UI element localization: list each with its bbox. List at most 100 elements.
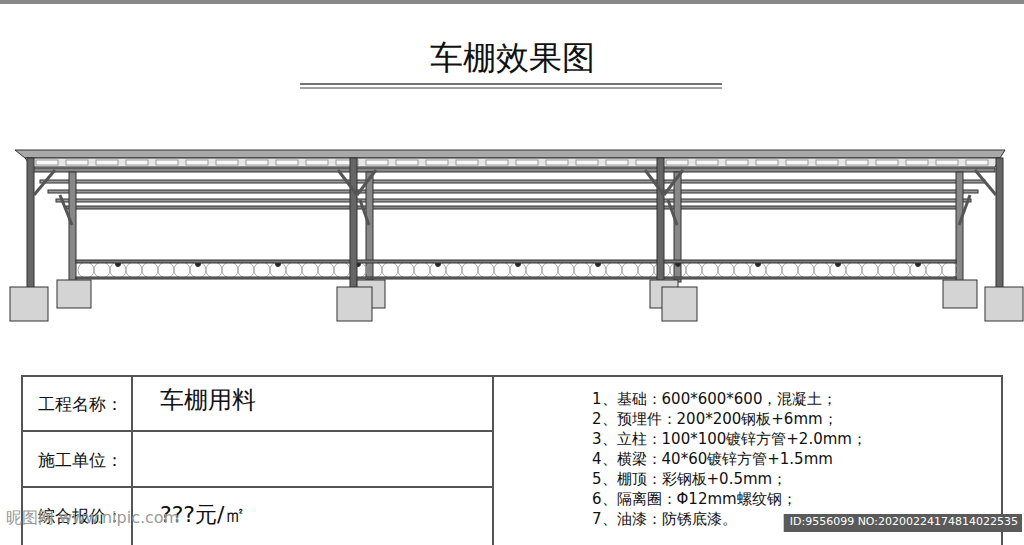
rack-ring [238,262,254,278]
rack-ring [638,262,654,278]
rack-ring [142,262,158,278]
rack-ring [222,262,238,278]
roof-panel [876,160,898,165]
roof-panel [636,160,658,165]
rack-ring [510,262,526,278]
rack-ring [414,262,430,278]
title-underline [300,83,722,85]
rack-ring [766,262,782,278]
rack-ring [798,262,814,278]
beam [56,199,971,202]
roof-panel [936,160,958,165]
foundations [10,280,1023,321]
roof-panel [606,160,628,165]
carport [10,150,1023,321]
roof-panel [756,160,778,165]
rack-ring [446,262,462,278]
rack-ring [942,262,958,278]
title: 车棚效果图 [0,38,1024,78]
roof-panel [726,160,748,165]
roof-panel [366,160,388,165]
rack-ring [814,262,830,278]
rack-ring [686,262,702,278]
rack-ring [926,262,942,278]
rack-ring [622,262,638,278]
roof-panel [666,160,688,165]
roof-panel [246,160,268,165]
rack-ring [254,262,270,278]
roof-panel [396,160,418,165]
roof-panel [156,160,178,165]
rack-ring [910,262,926,278]
rack-ring [830,262,846,278]
rack-ring [270,262,286,278]
rack-ring [494,262,510,278]
rack-rail [76,277,956,279]
braces [34,170,996,225]
rack-ring [734,262,750,278]
image-id: ID:9556099 NO:20200224174814022535 [790,515,1018,528]
rack-ring [606,262,622,278]
rack-ring [894,262,910,278]
spec-line: 1、基础：600*600*600，混凝土； [592,390,837,408]
spec-line: 7、油漆：防锈底漆。 [592,510,737,528]
roof-panel [696,160,718,165]
rack-ring [430,262,446,278]
rack-ring [366,262,382,278]
column [350,158,357,289]
rack-ring [526,262,542,278]
spec-line: 2、预埋件：200*200钢板+6mm； [592,410,838,428]
rack-ring [878,262,894,278]
column [69,172,76,282]
roof-panel [96,160,118,165]
column [674,172,681,282]
rack-ring [862,262,878,278]
rack-ring [286,262,302,278]
beam [32,168,995,172]
rack-ring [174,262,190,278]
beam [48,190,978,193]
rack-ring [190,262,206,278]
rack-ring [462,262,478,278]
roof-panel [516,160,538,165]
rack-ring [574,262,590,278]
rack-ring [718,262,734,278]
rack-rail [76,260,956,263]
roof-panel [186,160,208,165]
bike-rack [78,262,958,279]
rack-ring [126,262,142,278]
id-band [784,514,1022,532]
spec-line: 4、横梁：40*60镀锌方管+1.5mm [592,450,833,468]
roof-panel [126,160,148,165]
roof-panel [426,160,448,165]
rack-ring [782,262,798,278]
rack-ring [94,262,110,278]
rack-ring [78,262,94,278]
roof-panel [846,160,868,165]
beam [66,206,961,209]
roof-panel [276,160,298,165]
rack-ring [558,262,574,278]
spec-line: 6、隔离圈：Φ12mm螺纹钢； [592,490,797,508]
beam [40,180,985,183]
spec-line: 3、立柱：100*100镀锌方管+2.0mm； [592,430,867,448]
top-bar [0,0,1024,4]
rack-ring [110,262,126,278]
rack-ring [382,262,398,278]
roof-panel [66,160,88,165]
roof-panels [25,158,1000,167]
rack-ring [750,262,766,278]
rack-ring [846,262,862,278]
title-underline [300,88,722,89]
rack-ring [302,262,318,278]
field-value: 车棚用料 [160,386,256,415]
roof-panel [546,160,568,165]
roof-panel [576,160,598,165]
roof-edge [15,150,1005,158]
roof-panel [906,160,928,165]
rack-ring [478,262,494,278]
column [996,158,1003,289]
roof-panel [216,160,238,165]
